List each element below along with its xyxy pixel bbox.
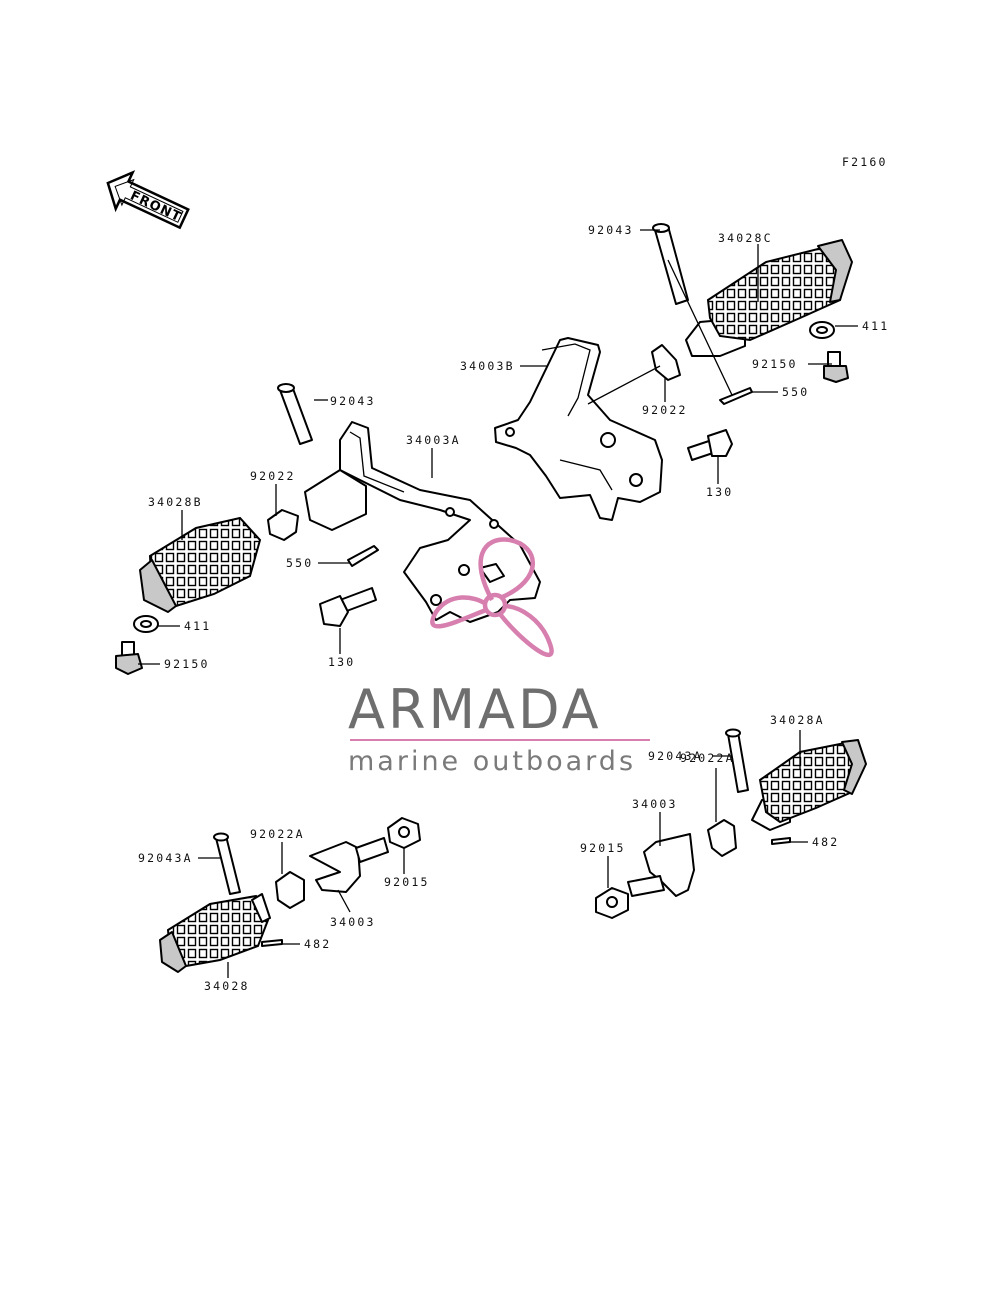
cotter-pin-482-right bbox=[771, 837, 791, 845]
callout-label: 92022 bbox=[250, 469, 296, 483]
callout-labels: 92043 34028C 34003B 411 92150 550 92022 … bbox=[138, 223, 889, 993]
bolt-92150-left bbox=[115, 641, 143, 675]
bracket-34003-right bbox=[627, 833, 695, 897]
bracket-34003a bbox=[339, 421, 541, 623]
callout-label: 92043A bbox=[648, 749, 703, 763]
footpeg-34028a bbox=[751, 739, 867, 831]
callout-label: 34028C bbox=[718, 231, 773, 245]
bolt-130-left bbox=[319, 587, 377, 627]
cotter-pin-550-upper bbox=[719, 387, 753, 405]
washer-411-left bbox=[133, 615, 159, 633]
pivot-block-left bbox=[304, 469, 367, 531]
pin-92043a-right bbox=[725, 728, 749, 793]
callout-label: 34028A bbox=[770, 713, 825, 727]
washer-411-upper bbox=[809, 321, 835, 339]
callout-label: 130 bbox=[706, 485, 733, 499]
callout-label: 92022A bbox=[250, 827, 305, 841]
callout-label: 550 bbox=[782, 385, 809, 399]
propeller-logo-icon bbox=[430, 537, 554, 658]
callout-label: 92015 bbox=[384, 875, 430, 889]
callout-label: 92150 bbox=[164, 657, 210, 671]
bolt-92150-upper bbox=[823, 351, 849, 383]
nut-92015-right bbox=[595, 887, 629, 919]
watermark-tagline: marine outboards bbox=[348, 746, 636, 777]
callout-label: 34003 bbox=[632, 797, 678, 811]
callout-label: 92022 bbox=[642, 403, 688, 417]
footpeg-34028c bbox=[685, 239, 853, 357]
bracket-34003b bbox=[494, 337, 663, 521]
callout-label: 92022A bbox=[680, 751, 735, 765]
bolt-130-upper bbox=[687, 429, 733, 461]
watermark: ARMADA marine outboards bbox=[348, 537, 650, 777]
callout-label: 482 bbox=[304, 937, 331, 951]
washer-92022-left bbox=[267, 509, 299, 541]
cotter-pin-482-left bbox=[261, 939, 283, 947]
callout-label: 34003B bbox=[460, 359, 515, 373]
front-arrow-icon: FRONT bbox=[106, 170, 190, 230]
washer-92022a-left bbox=[275, 871, 305, 909]
bracket-34003-left bbox=[309, 837, 389, 893]
washer-92022a-right bbox=[707, 819, 737, 857]
callout-label: 34003A bbox=[406, 433, 461, 447]
callout-label: 34003 bbox=[330, 915, 376, 929]
cotter-pin-550-left bbox=[347, 545, 379, 567]
callout-label: 482 bbox=[812, 835, 839, 849]
footpeg-34028b bbox=[139, 516, 262, 613]
callout-label: 92015 bbox=[580, 841, 626, 855]
callout-label: 550 bbox=[286, 556, 313, 570]
figure-code: F2160 bbox=[842, 155, 888, 169]
callout-label: 130 bbox=[328, 655, 355, 669]
watermark-brand: ARMADA bbox=[348, 678, 602, 741]
callout-label: 92043 bbox=[330, 394, 376, 408]
pin-92043a-left bbox=[213, 832, 241, 895]
callout-label: 411 bbox=[184, 619, 211, 633]
footpeg-34028 bbox=[159, 893, 271, 973]
nut-92015-left bbox=[387, 817, 421, 849]
leader-lines bbox=[138, 229, 858, 978]
callout-label: 92043A bbox=[138, 851, 193, 865]
pin-92043-left bbox=[277, 383, 313, 445]
callout-label: 34028 bbox=[204, 979, 250, 993]
callout-label: 34028B bbox=[148, 495, 203, 509]
callout-label: 92043 bbox=[588, 223, 634, 237]
washer-92022-upper bbox=[651, 344, 681, 381]
callout-label: 411 bbox=[862, 319, 889, 333]
callout-label: 92150 bbox=[752, 357, 798, 371]
